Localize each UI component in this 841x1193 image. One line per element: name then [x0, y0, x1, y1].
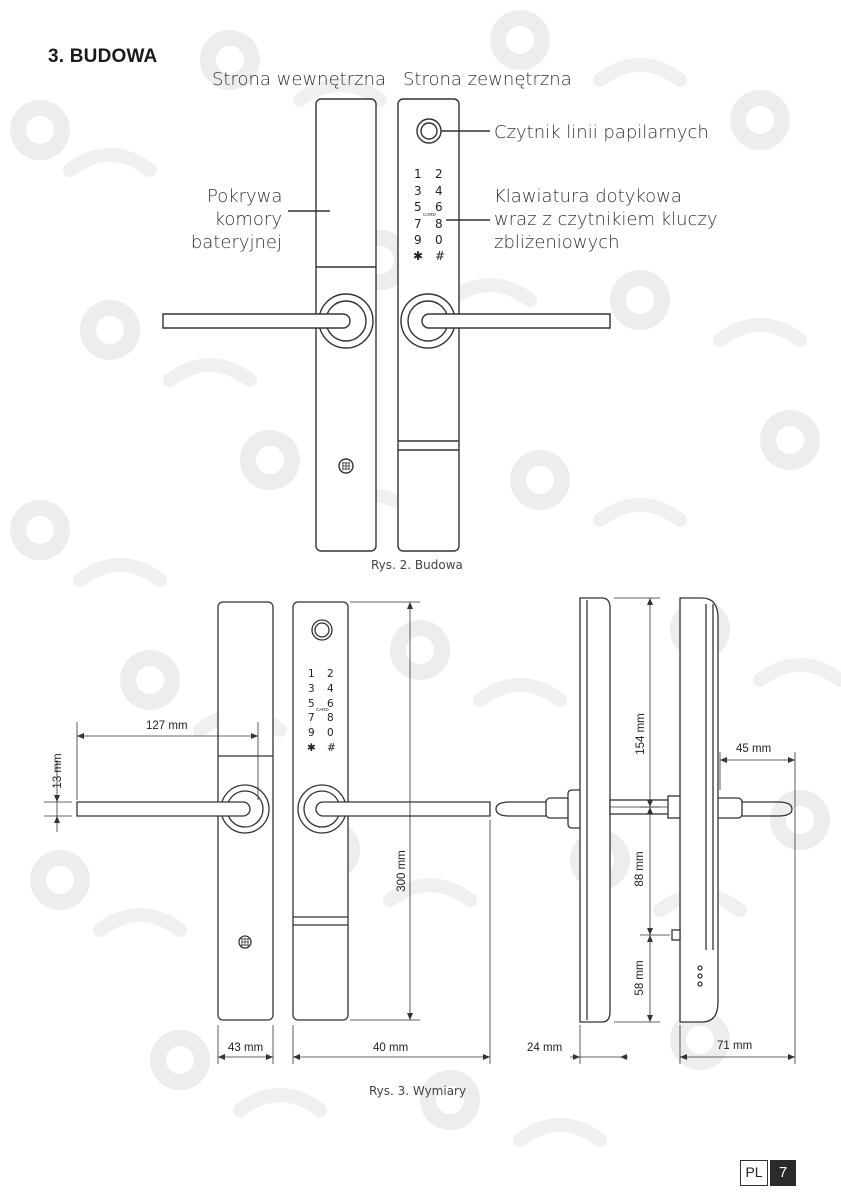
card-tag: CARD	[423, 212, 436, 217]
key-9-small: 9	[308, 727, 315, 739]
section-heading: 3. BUDOWA	[48, 46, 158, 67]
key-8-small: 8	[327, 712, 334, 724]
key-star: ✱	[413, 249, 424, 263]
dim-outer-width: 40 mm	[373, 1042, 409, 1054]
page-number: 7	[770, 1160, 796, 1186]
label-keypad-1: Klawiatura dotykowa	[494, 186, 682, 207]
dim-height: 300 mm	[396, 850, 408, 892]
key-4-small: 4	[327, 683, 334, 695]
key-5-small: 5	[308, 698, 315, 710]
key-7: 7	[414, 217, 422, 231]
label-keypad-3: zbliżeniowych	[494, 232, 620, 253]
caption-fig3: Rys. 3. Wymiary	[369, 1084, 467, 1098]
key-3: 3	[414, 184, 422, 198]
key-7-small: 7	[308, 712, 315, 724]
label-fingerprint-reader: Czytnik linii papilarnych	[494, 122, 709, 143]
label-inner-side: Strona wewnętrzna	[212, 69, 387, 90]
key-0-small: 0	[327, 727, 334, 739]
key-hash: #	[435, 249, 446, 263]
dim-inner-width: 43 mm	[228, 1042, 264, 1054]
dim-top-to-handle: 154 mm	[635, 713, 647, 755]
language-badge: PL	[740, 1160, 768, 1186]
key-4: 4	[435, 184, 443, 198]
dim-handle-depth: 45 mm	[736, 743, 772, 755]
dim-body-depth: 24 mm	[527, 1042, 563, 1054]
key-hash-small: #	[327, 742, 336, 754]
caption-fig2: Rys. 2. Budowa	[371, 558, 463, 572]
key-6-small: 6	[327, 698, 334, 710]
key-5: 5	[414, 200, 422, 214]
key-6: 6	[435, 200, 443, 214]
dim-handle-length: 127 mm	[146, 720, 188, 732]
key-8: 8	[435, 217, 443, 231]
label-outer-side: Strona zewnętrzna	[403, 69, 572, 90]
key-3-small: 3	[308, 683, 315, 695]
key-2-small: 2	[327, 668, 334, 680]
key-1: 1	[414, 167, 422, 181]
structure-diagram	[162, 98, 611, 552]
dim-handle-to-cylinder: 88 mm	[634, 851, 646, 887]
label-battery-cover-2: komory bateryjnej	[190, 209, 282, 253]
key-0: 0	[435, 233, 443, 247]
dim-cylinder-to-bottom: 58 mm	[634, 960, 646, 996]
key-2: 2	[435, 167, 443, 181]
label-battery-cover-1: Pokrywa	[207, 186, 283, 207]
dim-total-depth: 71 mm	[717, 1040, 753, 1052]
key-9: 9	[414, 233, 422, 247]
key-star-small: ✱	[307, 742, 316, 754]
key-1-small: 1	[308, 668, 315, 680]
dim-handle-thickness: 13 mm	[52, 753, 64, 789]
card-tag-small: CARD	[316, 707, 329, 712]
label-keypad-2: wraz z czytnikiem kluczy	[494, 209, 718, 230]
